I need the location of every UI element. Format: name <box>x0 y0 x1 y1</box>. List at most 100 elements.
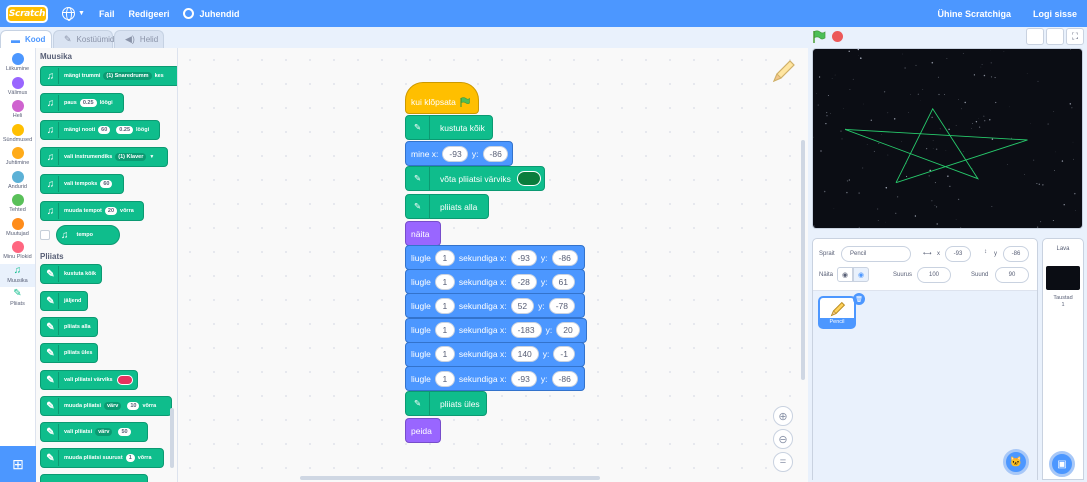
zoom-in-button[interactable]: ⊕ <box>773 406 793 426</box>
note-beats-input[interactable]: 0.25 <box>116 126 134 134</box>
secs-input[interactable]: 1 <box>434 249 455 266</box>
set-pen-param-block[interactable]: ✎ vali pliiatsi värv 50 <box>40 422 148 442</box>
edit-menu[interactable]: Redigeeri <box>128 8 170 19</box>
stage-selector[interactable]: Lava Taustad 1 ▣ <box>1042 238 1084 480</box>
x-input[interactable]: -183 <box>510 322 542 339</box>
hide-block[interactable]: peida <box>405 418 441 443</box>
x-input[interactable]: -93 <box>945 246 971 262</box>
category-4[interactable]: Juhtimine <box>0 146 35 170</box>
stamp-block[interactable]: ✎ jäljend <box>40 291 88 311</box>
choose-backdrop-button[interactable]: ▣ <box>1049 451 1075 477</box>
category-2[interactable]: Heli <box>0 99 35 123</box>
param-dropdown[interactable]: värv <box>103 402 122 410</box>
secs-input[interactable]: 1 <box>434 322 455 339</box>
sprite-name-input[interactable]: Pencil <box>841 246 911 262</box>
choose-sprite-button[interactable]: 🐱 <box>1003 449 1029 475</box>
secs-input[interactable]: 1 <box>434 346 455 363</box>
when-flag-clicked-block[interactable]: kui klõpsata <box>405 82 479 114</box>
scratch-logo[interactable]: Scratch <box>6 4 48 23</box>
pen-down-block[interactable]: ✎ pliiats alla <box>40 317 98 337</box>
x-input[interactable]: -28 <box>510 273 537 290</box>
fullscreen-button[interactable]: ⛶ <box>1066 28 1084 45</box>
script-horizontal-scrollbar[interactable] <box>300 476 600 480</box>
set-pen-size-block[interactable] <box>40 474 148 482</box>
category-7[interactable]: Muutujad <box>0 217 35 241</box>
secs-input[interactable]: 1 <box>434 297 455 314</box>
zoom-reset-button[interactable]: = <box>773 452 793 472</box>
y-input[interactable]: -86 <box>1003 246 1029 262</box>
y-input[interactable]: 61 <box>551 273 575 290</box>
instrument-dropdown[interactable]: (1) Klaver <box>115 153 147 161</box>
pen-up-block[interactable]: ✎ pliiats üles <box>405 391 487 416</box>
category-1[interactable]: Välimus <box>0 76 35 100</box>
set-pen-color-block[interactable]: ✎ vali pliiatsi värviks <box>40 370 138 390</box>
large-stage-button[interactable] <box>1046 28 1064 45</box>
play-drum-block[interactable]: ♫ mängi trummi (1) Snaredrumm kes <box>40 66 177 86</box>
change-tempo-input[interactable]: 20 <box>104 207 118 215</box>
join-scratch-link[interactable]: Ühine Scratchiga <box>937 8 1011 19</box>
tempo-input[interactable]: 60 <box>100 180 113 188</box>
y-input[interactable]: -86 <box>482 145 508 162</box>
script-vertical-scrollbar[interactable] <box>801 140 805 380</box>
stop-button[interactable] <box>832 31 843 42</box>
y-input[interactable]: -86 <box>551 249 578 266</box>
set-tempo-block[interactable]: ♫ vali tempoks 60 <box>40 174 124 194</box>
size-input[interactable]: 1 <box>125 454 135 462</box>
y-input[interactable]: -1 <box>553 346 575 363</box>
x-input[interactable]: -93 <box>442 145 468 162</box>
palette-scrollbar[interactable] <box>170 408 174 468</box>
secs-input[interactable]: 1 <box>434 370 455 387</box>
tab-sounds[interactable]: ◀) Helid <box>114 30 164 48</box>
zoom-out-button[interactable]: ⊖ <box>773 429 793 449</box>
change-pen-size-block[interactable]: ✎ muuda pliiatsi suurust 1 võrra <box>40 448 164 468</box>
sprite-tile-pencil[interactable]: Pencil 🗑 <box>818 293 865 329</box>
tempo-checkbox[interactable] <box>40 230 50 240</box>
delete-sprite-button[interactable]: 🗑 <box>853 293 865 305</box>
hide-visible-button[interactable]: ◉ <box>853 267 869 282</box>
language-menu[interactable]: ▼ <box>62 7 85 21</box>
show-visible-button[interactable]: ◉ <box>837 267 853 282</box>
note-input[interactable]: 60 <box>98 126 111 134</box>
green-flag-icon[interactable] <box>812 30 826 44</box>
add-extension-button[interactable]: ⊞ <box>0 446 36 482</box>
x-input[interactable]: -93 <box>510 370 537 387</box>
small-stage-button[interactable] <box>1026 28 1044 45</box>
show-block[interactable]: näita <box>405 221 441 246</box>
param-input[interactable]: 50 <box>118 428 131 436</box>
category-0[interactable]: Liikumine <box>0 52 35 76</box>
y-input[interactable]: -86 <box>551 370 578 387</box>
category-8[interactable]: Minu Plokid <box>0 240 35 264</box>
direction-input[interactable]: 90 <box>995 267 1029 283</box>
x-input[interactable]: -93 <box>510 249 537 266</box>
category-9[interactable]: ♫Muusika <box>0 263 35 287</box>
category-10[interactable]: ✎Pliiats <box>0 287 35 311</box>
pen-up-block[interactable]: ✎ pliiats üles <box>40 343 98 363</box>
sign-in-link[interactable]: Logi sisse <box>1032 8 1077 19</box>
color-swatch[interactable] <box>516 171 541 186</box>
y-input[interactable]: -78 <box>548 297 575 314</box>
size-input[interactable]: 100 <box>917 267 951 283</box>
category-6[interactable]: Tehted <box>0 193 35 217</box>
tab-costumes[interactable]: ✎ Kostüümid <box>53 30 114 48</box>
secs-input[interactable]: 1 <box>434 273 455 290</box>
x-input[interactable]: 52 <box>510 297 535 314</box>
change-tempo-block[interactable]: ♫ muuda tempot 20 võrra <box>40 201 144 221</box>
change-pen-param-block[interactable]: ✎ muuda pliiatsi värv 10 võrra <box>40 396 172 416</box>
y-input[interactable]: 20 <box>556 322 580 339</box>
rest-input[interactable]: 0.25 <box>79 99 97 107</box>
set-instrument-block[interactable]: ♫ vali instrumendiks (1) Klaver ▼ <box>40 147 168 167</box>
tab-code[interactable]: ▬ Kood <box>0 30 52 48</box>
pen-down-block[interactable]: ✎ pliiats alla <box>405 194 489 219</box>
x-input[interactable]: 140 <box>510 346 539 363</box>
erase-all-block[interactable]: ✎ kustuta kõik <box>405 115 493 140</box>
rest-block[interactable]: ♫ paus 0.25 löögi <box>40 93 124 113</box>
tempo-reporter[interactable]: ♫ tempo <box>56 225 120 245</box>
file-menu[interactable]: Fail <box>98 8 115 19</box>
color-swatch[interactable] <box>116 375 133 385</box>
